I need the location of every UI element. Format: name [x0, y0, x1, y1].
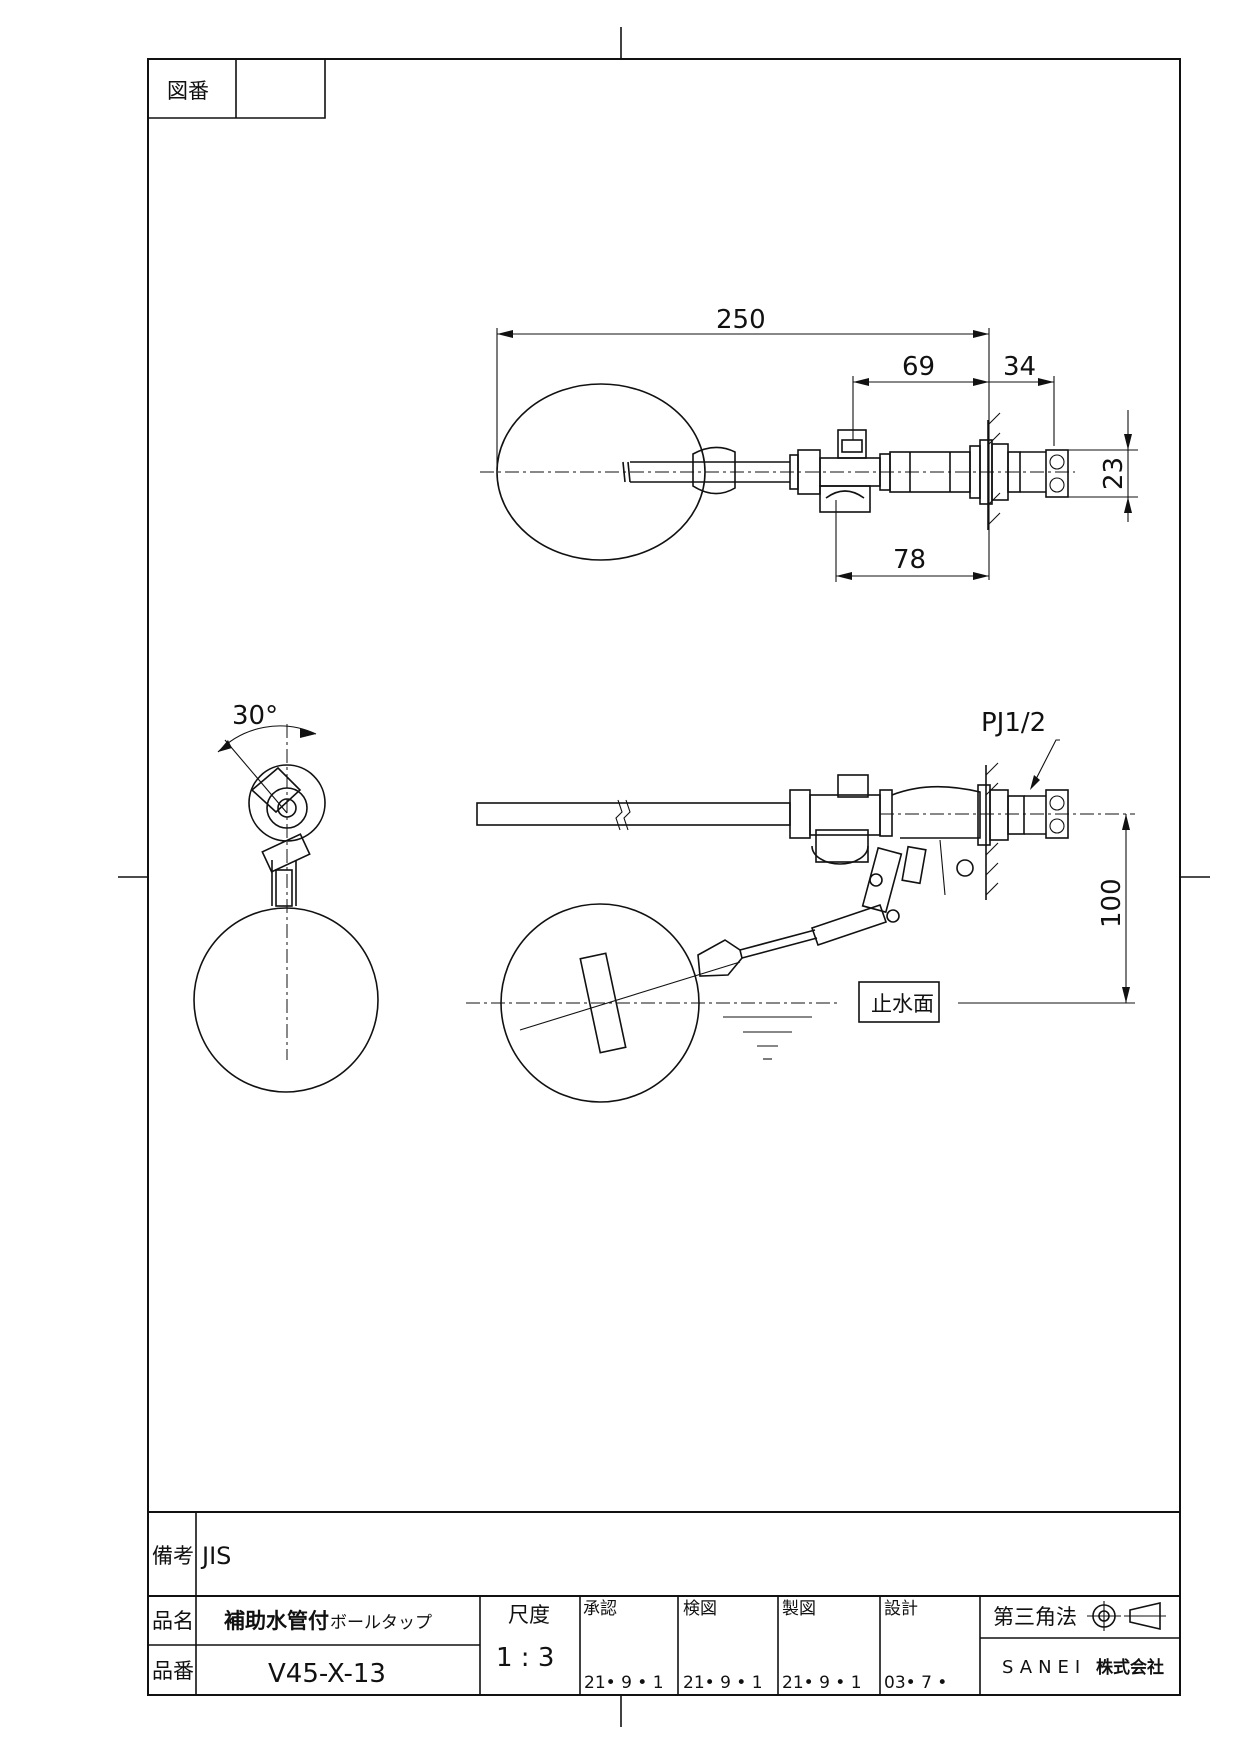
dim-thread-length: 34 [1003, 352, 1036, 382]
dim-thread-spec: PJ1/2 [981, 708, 1046, 738]
dim-body-length: 69 [902, 352, 935, 382]
approval-date: 21• 9 • 1 [584, 1673, 664, 1693]
side-view: 30° [193, 701, 379, 1093]
remarks-value: JIS [200, 1542, 231, 1570]
remarks-label: 備考 [152, 1544, 194, 1568]
dim-nut-height: 23 [1099, 457, 1129, 490]
check-date: 21• 9 • 1 [683, 1673, 763, 1693]
water-level-label: 止水面 [871, 992, 934, 1016]
product-name-sub: ボールタップ [330, 1613, 432, 1633]
product-name-label: 品名 [152, 1609, 194, 1633]
dim-total-length: 250 [716, 305, 766, 335]
check-label: 検図 [683, 1599, 717, 1619]
scale-label: 尺度 [508, 1603, 550, 1627]
drafting-label: 製図 [782, 1599, 816, 1619]
company-suffix: 株式会社 [1096, 1657, 1164, 1678]
title-block: 備考 JIS 品名 補助水管付 ボールタップ 品番 V45-X-13 尺度 1 … [148, 1511, 1180, 1695]
product-number: V45-X-13 [268, 1659, 386, 1689]
approval-label: 承認 [583, 1599, 617, 1619]
dim-water-level-height: 100 [1097, 878, 1127, 928]
top-view: 250 69 34 23 78 [480, 305, 1138, 582]
drawing-number-label: 図番 [167, 79, 209, 103]
drawing-number-box: 図番 [148, 59, 326, 119]
dim-tilt-angle: 30° [232, 701, 278, 731]
third-angle-projection-icon [1087, 1601, 1166, 1631]
company-name: SANEI [1002, 1657, 1086, 1678]
design-date: 03• 7 • [884, 1673, 947, 1693]
drafting-date: 21• 9 • 1 [782, 1673, 862, 1693]
product-name-main: 補助水管付 [223, 1609, 329, 1633]
product-number-label: 品番 [152, 1659, 194, 1683]
front-view: PJ1/2 止水面 100 [466, 708, 1135, 1103]
scale-value: 1 : 3 [496, 1643, 554, 1673]
sheet-frame [118, 27, 1210, 1727]
design-label: 設計 [884, 1599, 918, 1619]
dim-mount-length: 78 [893, 545, 926, 575]
projection-label: 第三角法 [993, 1605, 1077, 1629]
